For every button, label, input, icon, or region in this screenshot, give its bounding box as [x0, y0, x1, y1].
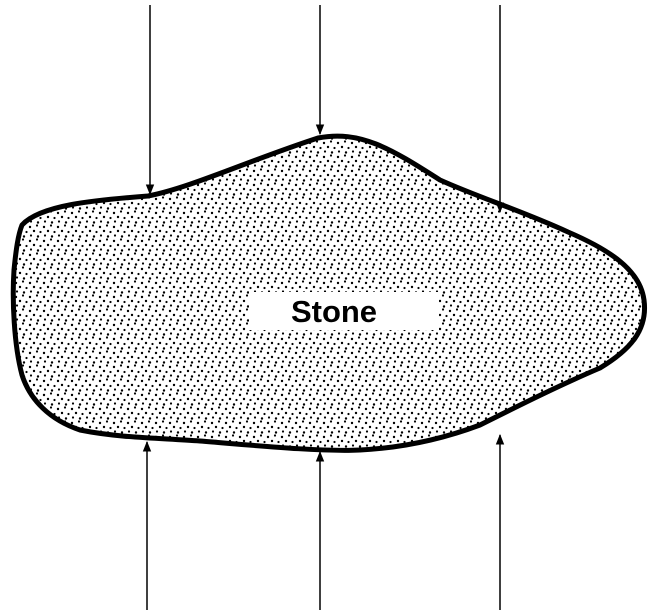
stone-label: Stone: [291, 294, 377, 329]
